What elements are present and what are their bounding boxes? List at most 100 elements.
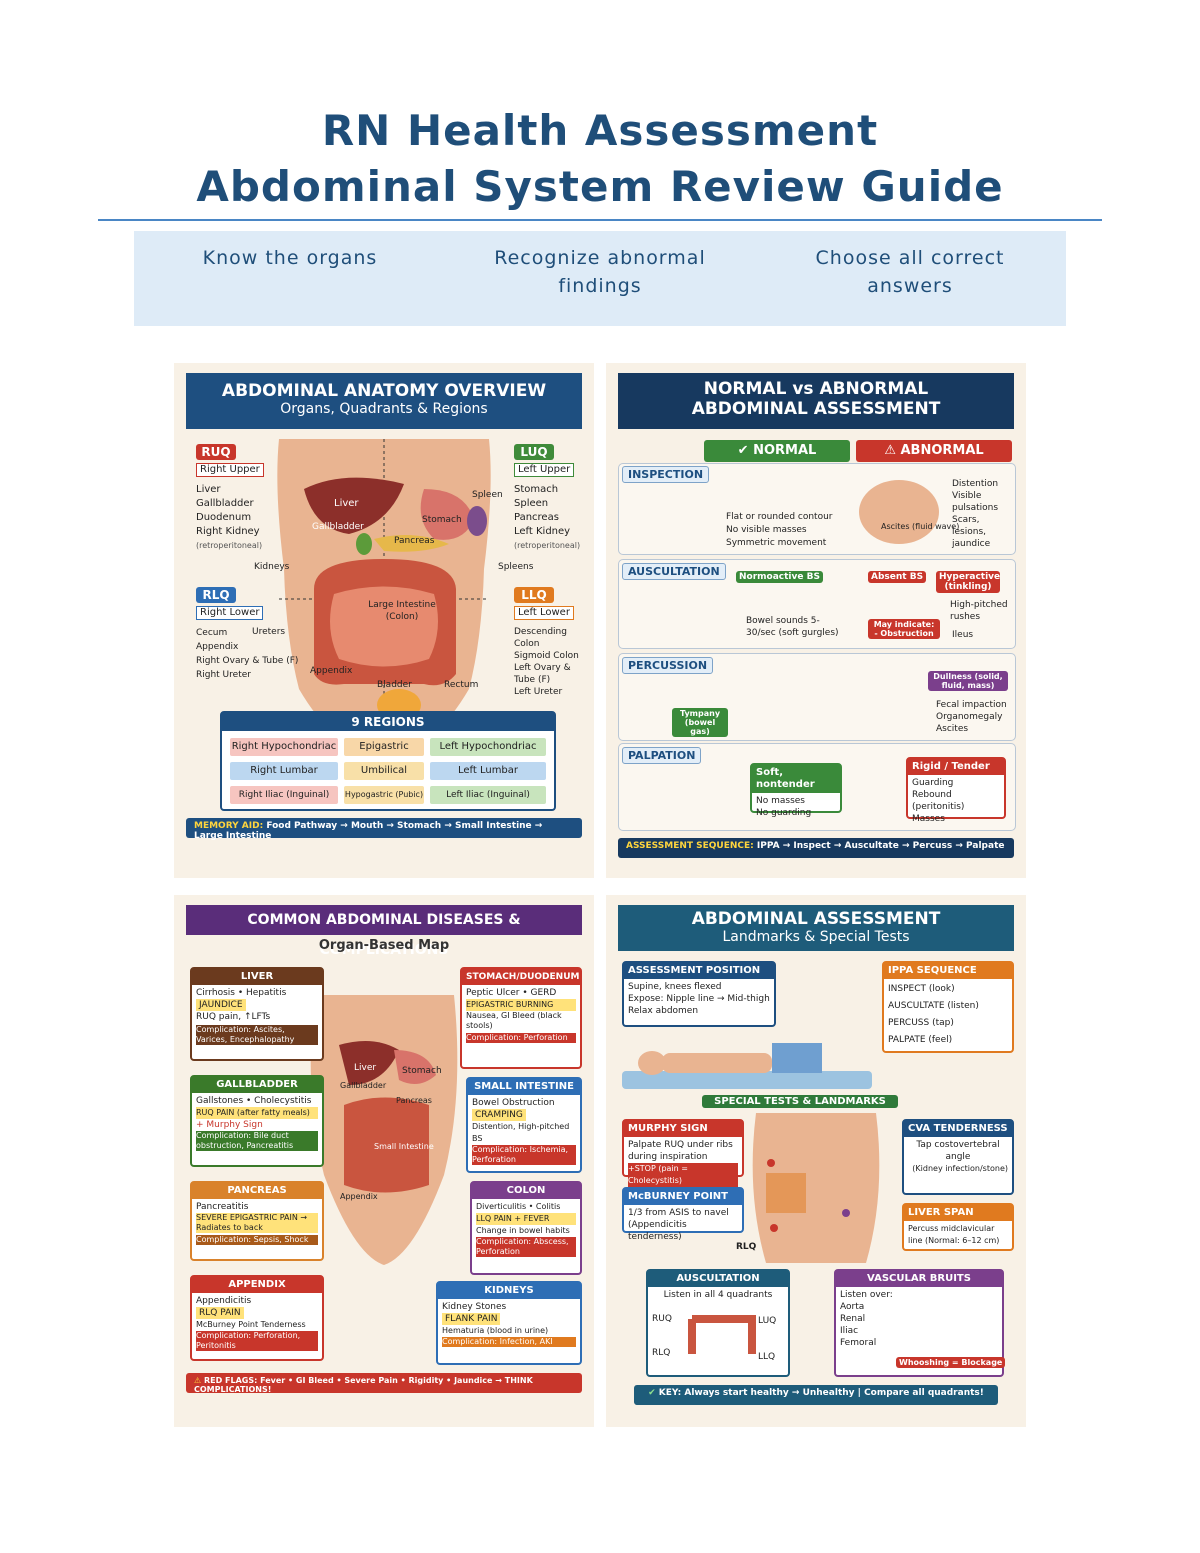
p3-organ-stomach: Stomach <box>402 1066 442 1076</box>
palpation-abnormal-item: Rebound (peritonitis) <box>912 790 965 812</box>
ileus-label: Ileus <box>952 630 974 640</box>
ippa-step: PALPATE (feel) <box>888 1035 953 1045</box>
regions-box: 9 REGIONS Right Hypochondriac Epigastric… <box>220 711 556 811</box>
palpation-abnormal-card: Rigid / Tender Guarding Rebound (periton… <box>906 757 1006 824</box>
ruq-item: Duodenum <box>196 512 252 523</box>
q-ruq: RUQ <box>652 1314 672 1324</box>
percussion-tag: PERCUSSION <box>622 657 714 674</box>
check-icon: ✔ <box>648 1388 659 1398</box>
luq-note: (retroperitoneal) <box>514 541 581 550</box>
diseases-panel: COMMON ABDOMINAL DISEASES & COMPLICATION… <box>174 895 594 1427</box>
luq-name: Left Upper <box>514 463 575 477</box>
llq-name: Left Lower <box>514 606 574 620</box>
panel2-header: NORMAL vs ABNORMAL ABDOMINAL ASSESSMENT <box>618 373 1014 429</box>
appendix-sub: McBurney Point Tenderness <box>196 1320 306 1329</box>
palpation-normal-card: Soft, nontender No masses No guarding <box>750 763 842 818</box>
special-tests-title: SPECIAL TESTS & LANDMARKS <box>702 1095 898 1108</box>
organ-label-spleens: Spleens <box>498 562 534 572</box>
inspection-normal-item: No visible masses <box>726 525 807 535</box>
pancreas-key-sign: SEVERE EPIGASTRIC PAIN → Radiates to bac… <box>196 1213 318 1233</box>
position-item: Expose: Nipple line → Mid-thigh <box>628 994 770 1004</box>
colon-card: COLON Diverticulitis • Colitis LLQ PAIN … <box>470 1181 582 1275</box>
bruits-item: Renal <box>840 1314 866 1324</box>
appendix-card: APPENDIX Appendicitis RLQ PAIN McBurney … <box>190 1275 324 1361</box>
sequence-text: IPPA → Inspect → Auscultate → Percuss → … <box>756 841 1005 851</box>
rlq-item: Cecum <box>196 628 228 638</box>
inspection-abnormal-item: Visible pulsations <box>952 491 999 513</box>
percussion-item: Organomegaly <box>936 712 1003 722</box>
auscultation-text: Listen in all 4 quadrants <box>663 1290 773 1300</box>
normal-abnormal-panel: NORMAL vs ABNORMAL ABDOMINAL ASSESSMENT … <box>606 363 1026 878</box>
stomach-key-sign: EPIGASTRIC BURNING <box>466 999 576 1011</box>
palpation-tag: PALPATION <box>622 747 702 764</box>
landmarks-panel: ABDOMINAL ASSESSMENT Landmarks & Special… <box>606 895 1026 1427</box>
mcburney-title: McBURNEY POINT <box>624 1189 742 1205</box>
memory-aid-text: Food Pathway → Mouth → Stomach → Small I… <box>194 821 543 841</box>
p3-organ-gallbladder: Gallbladder <box>340 1081 387 1090</box>
llq-item: Left Ureter <box>514 687 563 697</box>
appendix-card-title: APPENDIX <box>192 1277 322 1293</box>
ruq-item: Liver <box>196 484 221 495</box>
panel4-title-line2: Landmarks & Special Tests <box>722 929 910 945</box>
bruits-text: Listen over: <box>840 1290 893 1300</box>
region-cell: Umbilical <box>344 762 424 780</box>
llq-item: Descending Colon <box>514 627 567 649</box>
inspection-abnormal-item: Scars, lesions, jaundice <box>952 515 991 549</box>
region-cell: Left Lumbar <box>430 762 546 780</box>
stomach-complication: Complication: Perforation <box>466 1033 576 1043</box>
kidneys-key-sign: FLANK PAIN <box>442 1313 501 1325</box>
luq-item: Spleen <box>514 498 549 509</box>
inspection-normal-item: Symmetric movement <box>726 538 827 548</box>
organ-label-ureters: Ureters <box>252 627 286 637</box>
position-item: Supine, knees flexed <box>628 982 722 992</box>
kidneys-diseases: Kidney Stones <box>442 1302 507 1312</box>
memory-aid-label: MEMORY AID: <box>194 821 264 831</box>
may-indicate-label: May indicate: - Obstruction <box>868 619 940 639</box>
organ-label-liver: Liver <box>334 498 359 509</box>
ippa-step: PERCUSS (tap) <box>888 1018 954 1028</box>
rlq-item: Appendix <box>196 642 239 652</box>
region-cell: Left Hypochondriac <box>430 738 546 756</box>
p3-organ-liver: Liver <box>354 1063 377 1073</box>
organ-label-rectum: Rectum <box>444 680 479 690</box>
inspection-abnormal-item: Distention <box>952 479 999 489</box>
ruq-code: RUQ <box>196 444 236 460</box>
torso-illustration <box>277 439 491 764</box>
organ-label-bladder: Bladder <box>377 680 412 690</box>
liver-span-title: LIVER SPAN <box>904 1205 1012 1221</box>
rlq-item: Right Ureter <box>196 670 251 680</box>
q-luq: LUQ <box>758 1316 777 1326</box>
small-intestine-sub: Distention, High-pitched BS <box>472 1122 570 1143</box>
gallbladder-complication: Complication: Bile duct obstruction, Pan… <box>196 1131 318 1151</box>
kidneys-sub: Hematuria (blood in urine) <box>442 1326 549 1335</box>
ippa-card: IPPA SEQUENCE INSPECT (look) AUSCULTATE … <box>882 961 1014 1053</box>
normoactive-note: Bowel sounds 5-30/sec (soft gurgles) <box>746 616 839 638</box>
llq-item: Left Ovary & Tube (F) <box>514 663 571 685</box>
kidneys-complication: Complication: Infection, AKI <box>442 1337 576 1347</box>
stomach-diseases: Peptic Ulcer • GERD <box>466 988 557 998</box>
colon-sub: Change in bowel habits <box>476 1226 570 1235</box>
ruq-item: Right Kidney <box>196 526 260 537</box>
small-intestine-complication: Complication: Ischemia, Perforation <box>472 1145 576 1165</box>
inspection-normal-item: Flat or rounded contour <box>726 512 833 522</box>
q-rlq: RLQ <box>652 1348 671 1358</box>
gallbladder-key-sign: RUQ PAIN (after fatty meals) <box>196 1107 318 1119</box>
region-cell: Right Lumbar <box>230 762 338 780</box>
colon-card-title: COLON <box>472 1183 580 1199</box>
panel2-title-line2: ABDOMINAL ASSESSMENT <box>691 399 941 419</box>
stomach-sub: Nausea, GI Bleed (black stools) <box>466 1011 562 1030</box>
regions-title: 9 REGIONS <box>222 713 554 731</box>
ippa-title: IPPA SEQUENCE <box>884 963 1012 979</box>
liver-diseases: Cirrhosis • Hepatitis <box>196 988 287 998</box>
bruits-title: VASCULAR BRUITS <box>836 1271 1002 1287</box>
llq-item: Sigmoid Colon <box>514 651 579 661</box>
panel2-title-line1: NORMAL vs ABNORMAL <box>703 379 929 399</box>
organ-label-pancreas: Pancreas <box>394 536 435 546</box>
appendix-diseases: Appendicitis <box>196 1296 252 1306</box>
cva-text: Tap costovertebral angle <box>916 1140 1000 1162</box>
percussion-item: Ascites <box>936 724 969 734</box>
ruq-note: (retroperitoneal) <box>196 541 263 550</box>
liver-sub: RUQ pain, ↑LFTs <box>196 1012 271 1022</box>
mcburney-card: McBURNEY POINT 1/3 from ASIS to navel (A… <box>622 1187 744 1242</box>
bruits-item: Aorta <box>840 1302 865 1312</box>
